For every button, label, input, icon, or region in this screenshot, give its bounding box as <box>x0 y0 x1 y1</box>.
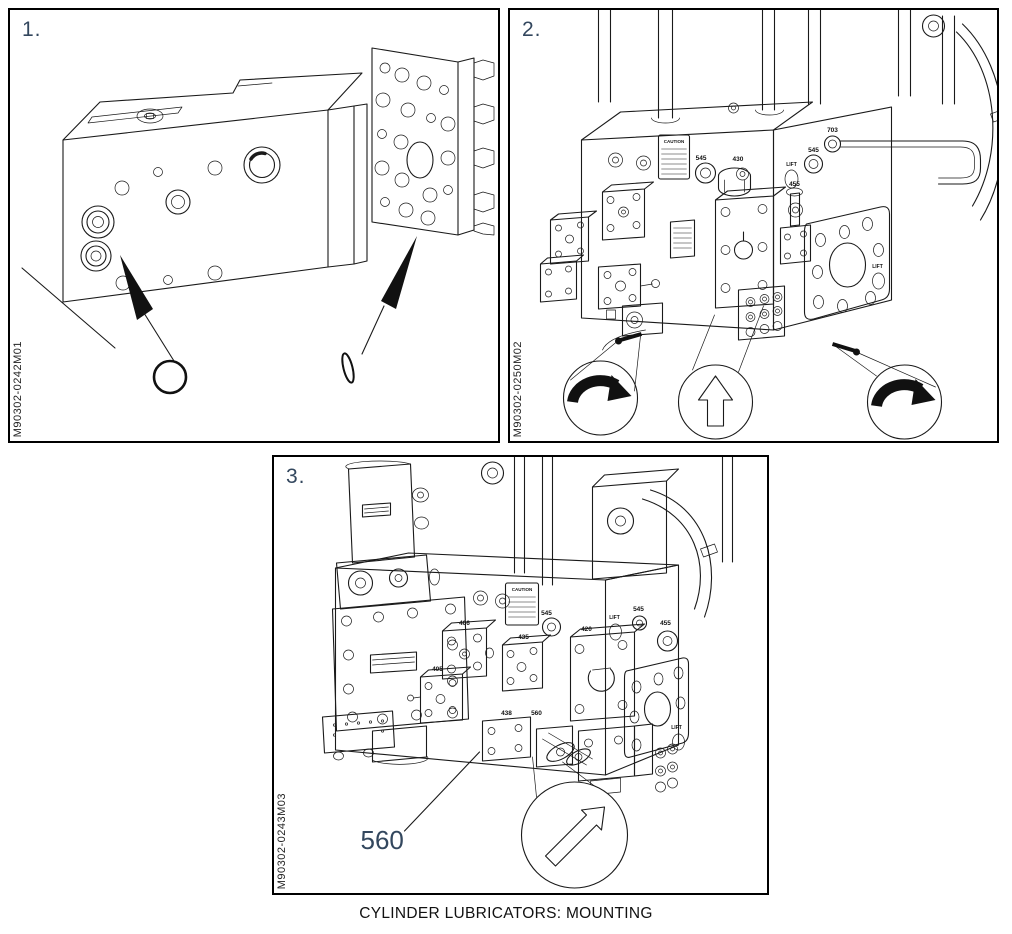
lubricator-mounted-drawing: CAUTION 545 406 435 420 <box>321 457 734 889</box>
valve-block-435: 435 <box>501 634 552 692</box>
side-flange-plate <box>623 657 690 758</box>
figure-caption: CYLINDER LUBRICATORS: MOUNTING <box>359 905 653 922</box>
panel-number: 2. <box>522 18 542 41</box>
figure-id: M90302-0250M02 <box>512 340 524 437</box>
side-flange-plate <box>803 206 891 320</box>
hoses <box>955 23 997 221</box>
svg-text:420: 420 <box>581 626 592 633</box>
lift-label-bottom: LIFT <box>671 725 682 731</box>
mounting-bolt-right <box>831 342 860 356</box>
arrow-up-right-icon <box>520 756 629 889</box>
feed-assembly-560: 560 <box>531 710 593 768</box>
gauge-545-label: 545 <box>541 610 552 617</box>
caution-label: CAUTION <box>664 139 685 144</box>
caution-label: CAUTION <box>512 587 533 592</box>
gauge-side-545-label: 545 <box>633 606 644 613</box>
fitting-703-label: 703 <box>827 127 838 134</box>
hoses <box>641 489 718 618</box>
o-ring <box>152 359 188 395</box>
lubricator-exploded-drawing <box>21 47 495 395</box>
svg-text:406: 406 <box>459 620 470 627</box>
hose-fitting-703 <box>823 135 982 185</box>
relief-valve: 455 <box>779 181 812 265</box>
mounting-plate <box>371 47 495 236</box>
valve-block-438: 438 <box>481 710 532 762</box>
sight-gauge <box>541 617 562 637</box>
washer-430-label: 430 <box>733 156 744 163</box>
caution-plate: CAUTION <box>504 582 540 626</box>
pointer-arrow-left <box>120 255 153 320</box>
valve-block-406: 406 <box>441 619 497 680</box>
figure-id: M90302-0242M01 <box>12 340 24 437</box>
svg-text:560: 560 <box>531 710 542 717</box>
relief-455-label: 455 <box>789 181 800 188</box>
outlet-block <box>577 723 678 796</box>
figure-panel-3: CAUTION 545 406 435 420 <box>272 455 769 895</box>
manifold-block <box>334 552 680 776</box>
o-ring-edge <box>341 352 355 384</box>
lift-label-top: LIFT <box>786 162 797 168</box>
gauge-side-545-label: 545 <box>808 147 819 154</box>
figure-id: M90302-0243M03 <box>276 792 288 889</box>
manifold-block <box>580 101 893 331</box>
sight-gauge <box>694 162 717 184</box>
rotate-clockwise-icon <box>836 346 943 440</box>
lift-label-bottom: LIFT <box>872 264 883 270</box>
leader-line <box>403 751 481 832</box>
gauge-545-label: 545 <box>696 155 707 162</box>
panel-number: 1. <box>22 18 42 41</box>
hex-fittings <box>473 59 495 236</box>
lubricator-pump <box>331 460 470 765</box>
figure-panel-1: 1. M90302-0242M01 <box>8 8 500 443</box>
panel-number: 3. <box>286 465 306 488</box>
lubricator-assembly-drawing: CAUTION 545 430 <box>539 10 997 440</box>
arrow-up-icon <box>677 305 764 440</box>
relief-455-label: 455 <box>660 620 671 627</box>
feed-pump <box>602 302 664 351</box>
valve-block-405: 405 <box>407 666 472 724</box>
cylinder-rods <box>480 457 734 586</box>
valve-block-420: 420 <box>569 623 646 722</box>
mounting-bolt-left <box>615 332 643 345</box>
caution-plate: CAUTION <box>657 134 691 180</box>
rotate-clockwise-icon <box>562 335 641 436</box>
valve-blocks <box>539 167 787 310</box>
fitting-manifold <box>737 285 786 341</box>
lift-label-top: LIFT <box>609 615 620 621</box>
svg-text:438: 438 <box>501 710 512 717</box>
part-560-callout: 560 <box>361 825 404 855</box>
pointer-arrow-right <box>381 236 417 309</box>
lubricator-block <box>21 72 368 349</box>
figure-panel-2: CAUTION 545 430 <box>508 8 999 443</box>
cylinder-rods <box>597 10 956 124</box>
